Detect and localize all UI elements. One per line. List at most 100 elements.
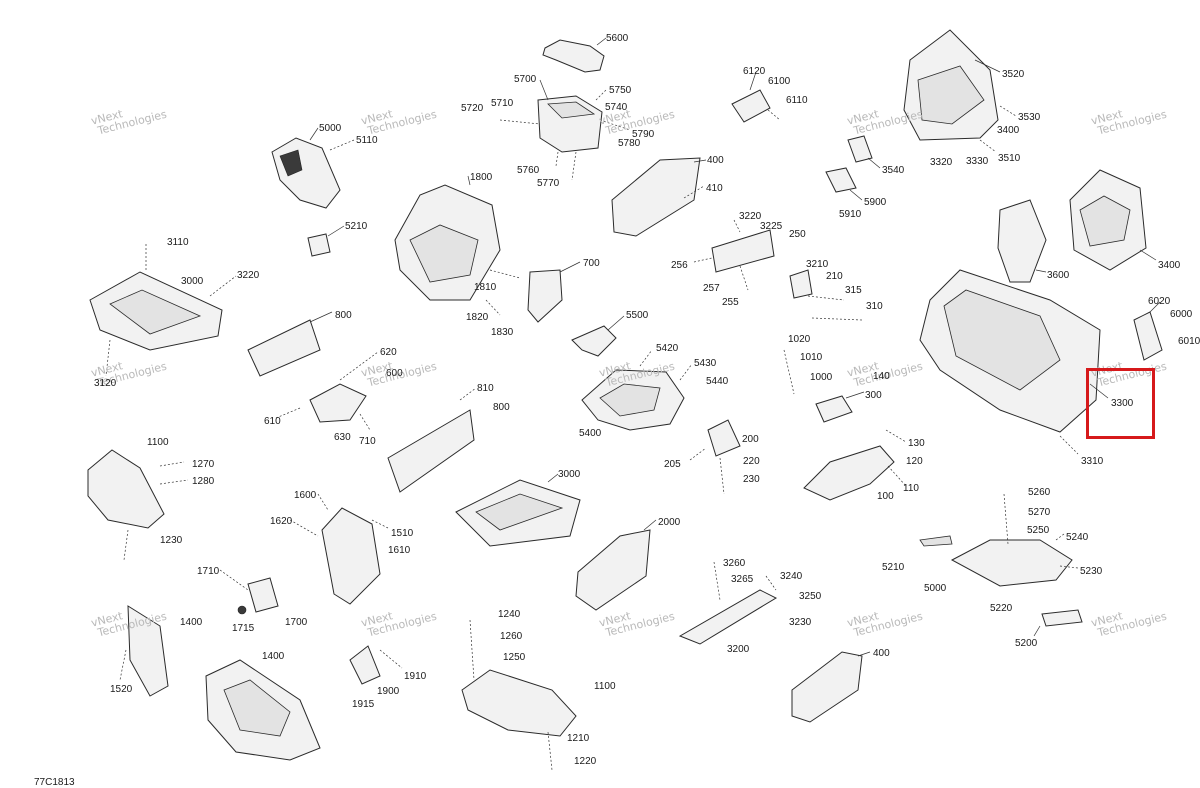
part-3540-latch[interactable]	[847, 135, 881, 169]
part-label-5250[interactable]: 5250	[1027, 525, 1050, 536]
part-label-1510[interactable]: 1510	[391, 528, 414, 539]
part-label-1270[interactable]: 1270	[192, 459, 215, 470]
part-1100-left-frame[interactable]	[87, 449, 189, 561]
part-label-6010[interactable]: 6010	[1178, 336, 1200, 347]
part-label-1810[interactable]: 1810	[474, 282, 497, 293]
part-300-bracket[interactable]	[783, 349, 865, 423]
part-label-110[interactable]: 110	[903, 483, 919, 494]
part-label-120[interactable]: 120	[906, 456, 923, 467]
part-400-lower-panel[interactable]	[791, 651, 871, 723]
part-800-center-shield[interactable]	[387, 387, 477, 493]
part-1700-bracket[interactable]	[219, 569, 279, 615]
part-label-5260[interactable]: 5260	[1028, 487, 1051, 498]
part-label-1520[interactable]: 1520	[110, 684, 133, 695]
part-3000-floor-left[interactable]	[89, 244, 237, 377]
part-label-3530[interactable]: 3530	[1018, 112, 1041, 123]
part-label-3000[interactable]: 3000	[558, 469, 581, 480]
part-3400-rear-bulkhead[interactable]	[903, 29, 1017, 153]
part-label-410[interactable]: 410	[706, 183, 723, 194]
part-1900-bracket[interactable]	[349, 645, 403, 685]
part-700-bracket[interactable]	[527, 261, 581, 323]
part-label-5110[interactable]: 5110	[356, 135, 378, 146]
part-label-130[interactable]: 130	[908, 438, 925, 449]
part-5500-cover[interactable]	[571, 315, 625, 357]
part-label-5230[interactable]: 5230	[1080, 566, 1103, 577]
part-3000-center-floor[interactable]	[455, 473, 581, 547]
part-label-3240[interactable]: 3240	[780, 571, 803, 582]
part-label-140[interactable]: 140	[873, 371, 890, 382]
part-label-5700[interactable]: 5700	[514, 74, 537, 85]
part-label-230[interactable]: 230	[743, 474, 760, 485]
part-label-3210[interactable]: 3210	[806, 259, 829, 270]
part-label-5600[interactable]: 5600	[606, 33, 629, 44]
part-label-3510[interactable]: 3510	[998, 153, 1021, 164]
part-label-5240[interactable]: 5240	[1066, 532, 1089, 543]
part-label-5500[interactable]: 5500	[626, 310, 649, 321]
part-label-1230[interactable]: 1230	[160, 535, 183, 546]
part-label-3400[interactable]: 3400	[1158, 260, 1181, 271]
part-label-1820[interactable]: 1820	[466, 312, 489, 323]
part-label-310[interactable]: 310	[866, 301, 883, 312]
part-label-3310[interactable]: 3310	[1081, 456, 1104, 467]
part-label-3200[interactable]: 3200	[727, 644, 750, 655]
part-label-5760[interactable]: 5760	[517, 165, 540, 176]
part-label-600[interactable]: 600	[386, 368, 403, 379]
part-label-220[interactable]: 220	[743, 456, 760, 467]
part-label-6120[interactable]: 6120	[743, 66, 766, 77]
part-label-400[interactable]: 400	[707, 155, 724, 166]
part-label-205[interactable]: 205	[664, 459, 681, 470]
part-label-1100[interactable]: 1100	[147, 437, 169, 448]
part-label-1915[interactable]: 1915	[352, 699, 375, 710]
part-label-5440[interactable]: 5440	[706, 376, 729, 387]
part-3200-rail[interactable]	[678, 561, 778, 645]
part-label-1240[interactable]: 1240	[498, 609, 521, 620]
part-3400-rear-assembly[interactable]	[1069, 169, 1157, 271]
part-label-3110[interactable]: 3110	[167, 237, 189, 248]
part-5900-handle[interactable]	[825, 167, 863, 201]
part-3600-panel[interactable]	[997, 199, 1047, 283]
part-label-3320[interactable]: 3320	[930, 157, 953, 168]
part-label-1010[interactable]: 1010	[800, 352, 823, 363]
part-label-630[interactable]: 630	[334, 432, 351, 443]
part-label-6000[interactable]: 6000	[1170, 309, 1193, 320]
part-label-3300[interactable]: 3300	[1111, 398, 1134, 409]
part-label-100[interactable]: 100	[877, 491, 894, 502]
part-label-1220[interactable]: 1220	[574, 756, 597, 767]
part-1400-lower-panel[interactable]	[205, 659, 321, 761]
part-label-3120[interactable]: 3120	[94, 378, 117, 389]
part-label-1000[interactable]: 1000	[810, 372, 833, 383]
part-label-710[interactable]: 710	[359, 436, 376, 447]
part-label-5740[interactable]: 5740	[605, 102, 628, 113]
part-label-3330[interactable]: 3330	[966, 156, 989, 167]
part-label-1250[interactable]: 1250	[503, 652, 526, 663]
part-250-bracket[interactable]	[693, 219, 775, 291]
part-label-5770[interactable]: 5770	[537, 178, 560, 189]
part-label-1020[interactable]: 1020	[788, 334, 811, 345]
part-label-5210[interactable]: 5210	[882, 562, 905, 573]
part-label-1830[interactable]: 1830	[491, 327, 514, 338]
part-label-6100[interactable]: 6100	[768, 76, 791, 87]
part-label-5720[interactable]: 5720	[461, 103, 484, 114]
part-400-panel[interactable]	[611, 157, 707, 237]
part-label-200[interactable]: 200	[742, 434, 759, 445]
part-label-5780[interactable]: 5780	[618, 138, 641, 149]
part-label-1910[interactable]: 1910	[404, 671, 427, 682]
part-label-6110[interactable]: 6110	[786, 95, 808, 106]
part-label-3250[interactable]: 3250	[799, 591, 822, 602]
part-label-5000[interactable]: 5000	[924, 583, 947, 594]
part-label-3000[interactable]: 3000	[181, 276, 204, 287]
part-label-5220[interactable]: 5220	[990, 603, 1013, 614]
part-label-5000[interactable]: 5000	[319, 123, 342, 134]
part-600-bracket[interactable]	[275, 351, 379, 431]
part-label-1710[interactable]: 1710	[197, 566, 220, 577]
part-label-1100[interactable]: 1100	[594, 681, 616, 692]
part-label-1400[interactable]: 1400	[180, 617, 203, 628]
part-6000-bracket[interactable]	[1133, 301, 1163, 361]
part-label-3265[interactable]: 3265	[731, 574, 754, 585]
part-5200-handle[interactable]	[1033, 609, 1083, 637]
part-label-1700[interactable]: 1700	[285, 617, 308, 628]
part-label-5400[interactable]: 5400	[579, 428, 602, 439]
part-label-5210[interactable]: 5210	[345, 221, 368, 232]
part-label-5200[interactable]: 5200	[1015, 638, 1038, 649]
part-label-3600[interactable]: 3600	[1047, 270, 1070, 281]
